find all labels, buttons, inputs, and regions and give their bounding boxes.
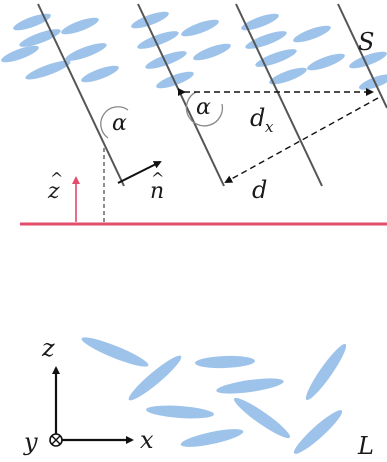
axis-y-label: y bbox=[23, 428, 38, 456]
phase-label-smectic: S bbox=[358, 28, 374, 56]
z-label: z bbox=[47, 179, 60, 204]
dx-label: d bbox=[250, 104, 265, 132]
layer-planes bbox=[38, 4, 387, 186]
dx-subscript: x bbox=[265, 118, 274, 136]
alpha-label-left: α bbox=[112, 111, 127, 136]
layer-line-2 bbox=[138, 4, 224, 186]
axis-x-label: x bbox=[140, 426, 154, 454]
d-label: d bbox=[252, 176, 267, 204]
d-arrow bbox=[226, 98, 378, 182]
smectic-molecules bbox=[0, 8, 387, 92]
axis-z-label: z bbox=[41, 334, 55, 362]
coordinate-axes bbox=[50, 368, 132, 446]
phase-label-l: L bbox=[357, 432, 374, 460]
layer-line-1 bbox=[38, 4, 124, 186]
n-label: n bbox=[150, 179, 164, 204]
alpha-label-right: α bbox=[196, 95, 211, 120]
